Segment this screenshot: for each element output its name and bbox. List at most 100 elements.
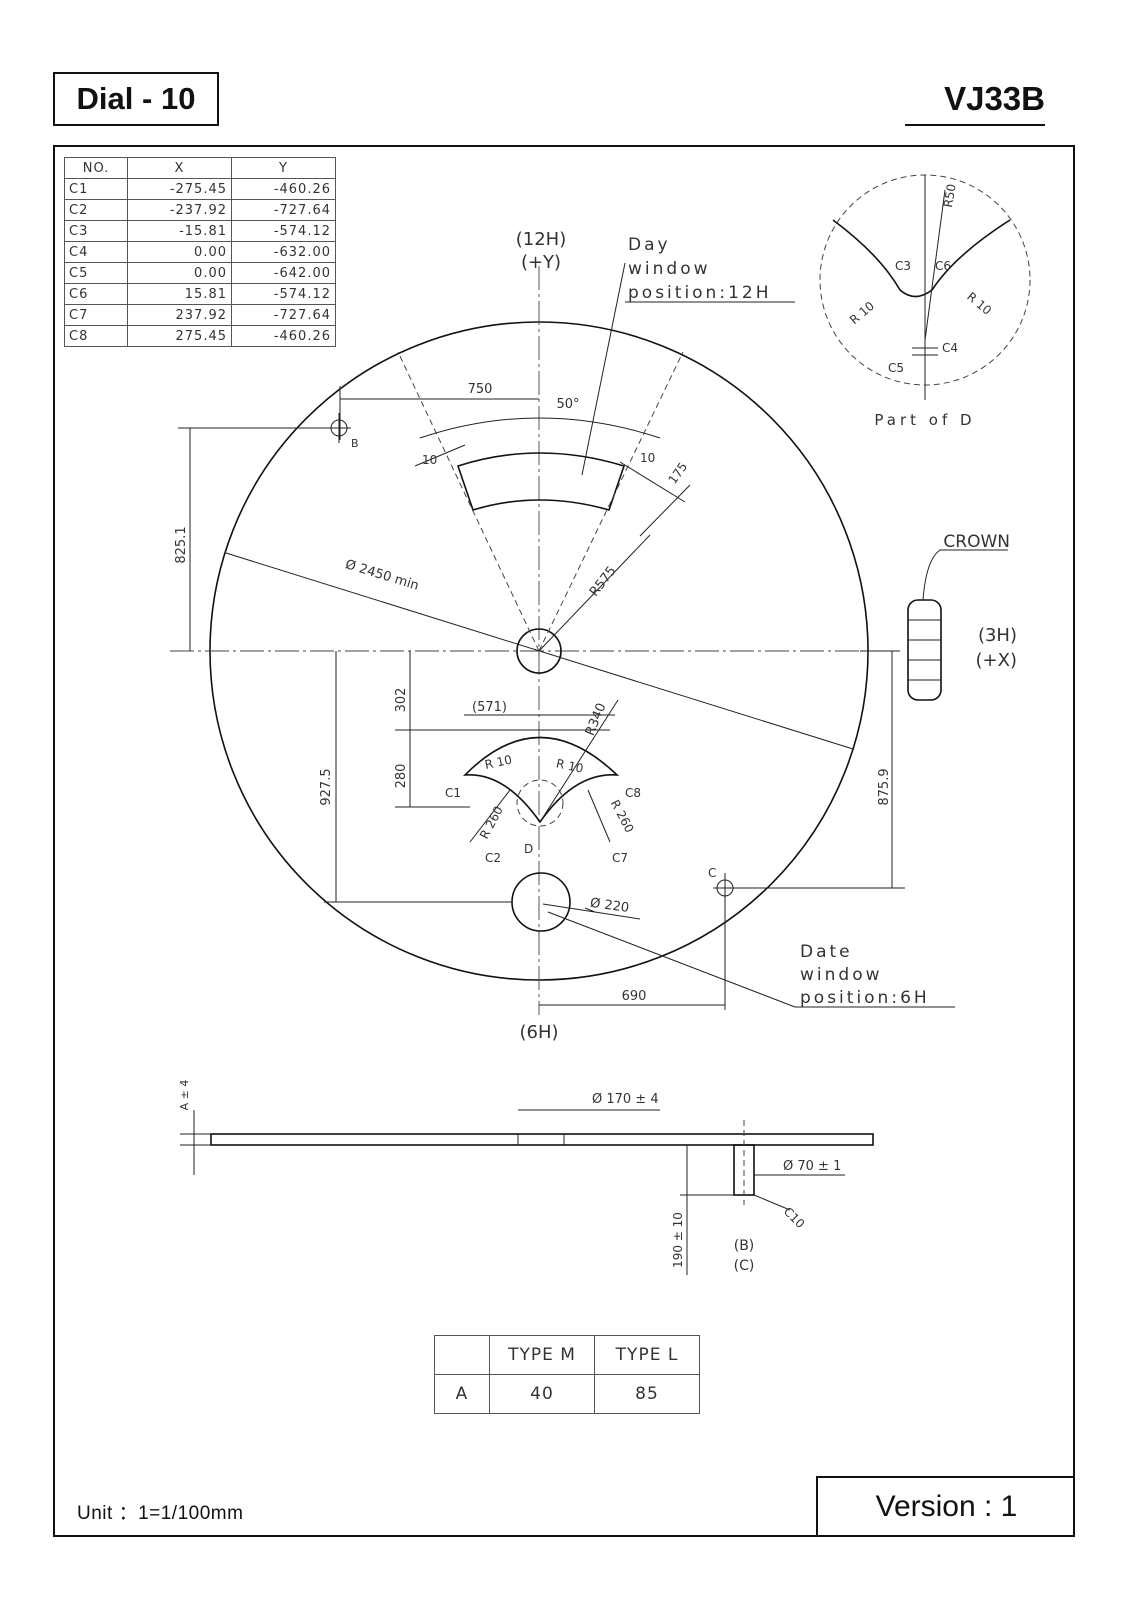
- dim-690: 690: [622, 989, 647, 1004]
- cell-y: -642.00: [231, 262, 336, 284]
- dia2450-line: [225, 552, 854, 750]
- cell-no: C4: [64, 241, 128, 263]
- dim-302: 302: [394, 688, 409, 713]
- drawing-frame: [53, 145, 1075, 1537]
- label-plus-y: (+Y): [521, 252, 561, 273]
- dim-190: 190 ± 10: [671, 1212, 685, 1268]
- label-6h: (6H): [519, 1022, 558, 1043]
- dim-r260-right: R 260: [608, 797, 637, 835]
- type-l-header: TYPE L: [594, 1335, 700, 1375]
- label-crown: CROWN: [943, 532, 1010, 552]
- type-header-row: TYPE M TYPE L: [434, 1335, 700, 1375]
- cell-no: C7: [64, 304, 128, 326]
- dim-10-left-line: [414, 444, 466, 467]
- r575-leader: [538, 534, 651, 652]
- cell-y: -574.12: [231, 220, 336, 242]
- label-b-paren: (B): [734, 1238, 755, 1254]
- day-radial-right: [538, 351, 684, 652]
- dim-r50: R50: [941, 183, 959, 209]
- dim-dia70: Ø 70 ± 1: [783, 1159, 841, 1174]
- cell-x: 0.00: [127, 241, 232, 263]
- label-date: Date: [800, 942, 853, 962]
- cell-y: -574.12: [231, 283, 336, 305]
- coordinate-table: NO. X Y C1-275.45-460.26 C2-237.92-727.6…: [64, 157, 336, 347]
- r260-left-leader: [469, 789, 511, 843]
- label-plus-x: (+X): [976, 650, 1017, 671]
- type-row-a: A 40 85: [434, 1374, 700, 1414]
- dim-r575: R575: [587, 564, 620, 600]
- crown-leader: [922, 549, 1008, 601]
- center-hole: [516, 628, 562, 674]
- cell-no: C8: [64, 325, 128, 347]
- dim-750: 750: [468, 382, 493, 397]
- cell-y: -460.26: [231, 178, 336, 200]
- label-b: B: [351, 437, 359, 450]
- col-x: X: [127, 157, 232, 179]
- dim-175: 175: [666, 460, 691, 487]
- r260-right-leader: [587, 789, 611, 843]
- dim-10-left: 10: [422, 453, 437, 467]
- cell-x: 15.81: [127, 283, 232, 305]
- dim-r10-left: R 10: [483, 753, 513, 772]
- unit-note: Unit ：1=1/100mm: [77, 1503, 244, 1524]
- cell-y: -727.64: [231, 199, 336, 221]
- cell-x: 237.92: [127, 304, 232, 326]
- dim-r10-detail-right: R 10: [964, 289, 994, 317]
- col-y: Y: [231, 157, 336, 179]
- type-corner-cell: [434, 1335, 490, 1375]
- type-m-value: 40: [489, 1374, 595, 1414]
- date-window-hole: [511, 872, 571, 932]
- cell-no: C5: [64, 262, 128, 284]
- type-m-header: TYPE M: [489, 1335, 595, 1375]
- dial-title: Dial - 10: [53, 72, 219, 126]
- label-c-paren: (C): [734, 1258, 755, 1274]
- col-no: NO.: [64, 157, 128, 179]
- label-c1: C1: [445, 786, 461, 800]
- label-c8: C8: [625, 786, 641, 800]
- cell-x: -275.45: [127, 178, 232, 200]
- table-row: C2-237.92-727.64: [64, 199, 336, 221]
- angle-arc: [419, 417, 661, 439]
- dim-a: A ± 4: [178, 1080, 191, 1111]
- dia220-line: [542, 903, 641, 920]
- table-row: C3-15.81-574.12: [64, 220, 336, 242]
- dim-280: 280: [394, 764, 409, 789]
- dim-175-line: [639, 484, 691, 537]
- cell-x: -237.92: [127, 199, 232, 221]
- c10-leader: [753, 1194, 791, 1211]
- dim-c10: C10: [781, 1204, 808, 1231]
- label-12h: (12H): [516, 229, 566, 250]
- cell-no: C6: [64, 283, 128, 305]
- cell-no: C2: [64, 199, 128, 221]
- label-day: Day: [628, 235, 671, 255]
- date-window-shape: [462, 736, 620, 824]
- crown-shape: [907, 599, 942, 701]
- label-d: D: [524, 842, 533, 856]
- cell-y: -727.64: [231, 304, 336, 326]
- dim-10-line: [619, 461, 686, 503]
- dim-r260-left: R 260: [477, 804, 506, 842]
- model-code: VJ33B: [905, 80, 1045, 126]
- cell-no: C3: [64, 220, 128, 242]
- dim-dia220: Ø 220: [589, 896, 630, 916]
- dim-50-deg: 50°: [556, 397, 579, 412]
- part-d-circle: [516, 779, 564, 827]
- date-leader: [547, 911, 796, 1008]
- dim-9275: 927.5: [319, 768, 334, 805]
- dim-571: (571): [472, 700, 507, 715]
- type-l-value: 85: [594, 1374, 700, 1414]
- label-c6: C6: [935, 259, 951, 273]
- dim-r10-right: R 10: [555, 756, 585, 775]
- side-view-plate: [210, 1133, 874, 1146]
- label-c3: C3: [895, 259, 911, 273]
- type-row-label: A: [434, 1374, 490, 1414]
- label-date-window: window: [800, 965, 883, 985]
- cell-y: -460.26: [231, 325, 336, 347]
- dim-r10-detail-left: R 10: [847, 299, 877, 327]
- table-header-row: NO. X Y: [64, 157, 336, 179]
- detail-profile: [832, 219, 1011, 298]
